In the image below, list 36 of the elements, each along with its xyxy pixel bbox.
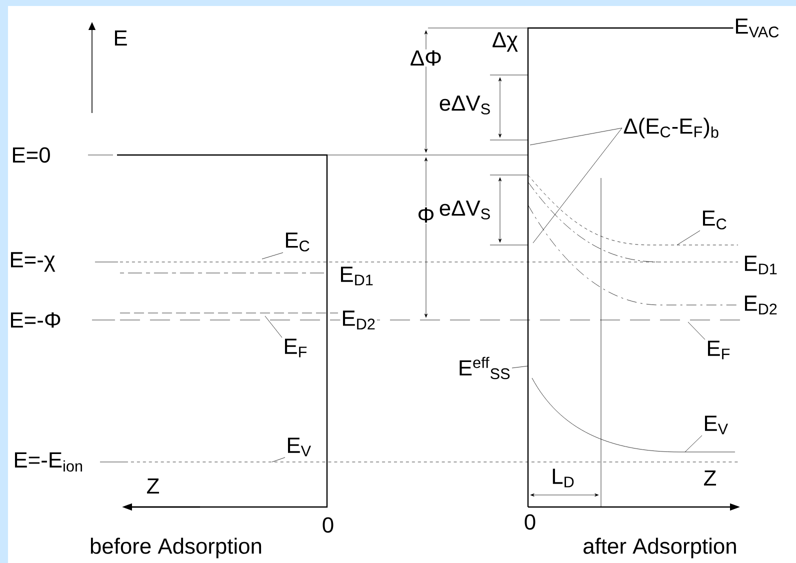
- level-label: E$_{F}$: [282, 338, 309, 358]
- origin-label: 0: [320, 516, 336, 534]
- leader-line: [262, 252, 284, 260]
- leader-line: [684, 435, 702, 452]
- level-label: E=-Φ: [8, 311, 62, 329]
- leader-line: [676, 230, 700, 246]
- dimension-label: ΔΦ: [408, 49, 444, 67]
- leader-line: [530, 128, 622, 146]
- leader-line: [532, 128, 622, 244]
- dimension-label: eΔV$_{S}$: [438, 94, 492, 116]
- level-label: E$_{V}$: [702, 414, 730, 436]
- panel-caption: after Adsorption: [582, 536, 738, 560]
- level-label: E$_{V}$: [285, 436, 313, 458]
- leader-line: [264, 316, 282, 338]
- dimension-label: Δχ: [490, 31, 520, 53]
- origin-label: 0: [522, 513, 538, 531]
- level-label: E$_{D2}$: [340, 310, 377, 330]
- level-label: E=-E$_{ion}$: [12, 451, 85, 473]
- level-label: E=-χ: [8, 251, 56, 273]
- panel-caption: before Adsorption: [88, 536, 264, 560]
- leader-line: [512, 366, 528, 368]
- level-label: E$^{eff}$SS: [456, 356, 512, 380]
- dimension-label: L$_{D}$: [550, 468, 576, 488]
- level-label: E$_{D2}$: [742, 294, 779, 316]
- level-label: E$_{C}$: [283, 232, 312, 252]
- level-label: E$_{VAC}$: [733, 18, 781, 38]
- leader-line: [272, 457, 286, 462]
- level-label: E$_{D1}$: [338, 266, 375, 286]
- level-label: E$_{C}$: [700, 210, 728, 230]
- axis-label: E: [112, 29, 129, 47]
- level-label: E$_{F}$: [705, 340, 732, 360]
- level-label: E=0: [10, 146, 52, 164]
- dimension-label: eΔV$_{S}$: [438, 200, 492, 220]
- level-label: E$_{D1}$: [742, 254, 779, 276]
- leader-line: [688, 322, 706, 340]
- level-label: Δ(E$_{C}$-E$_{F}$)$_{b}$: [622, 116, 720, 140]
